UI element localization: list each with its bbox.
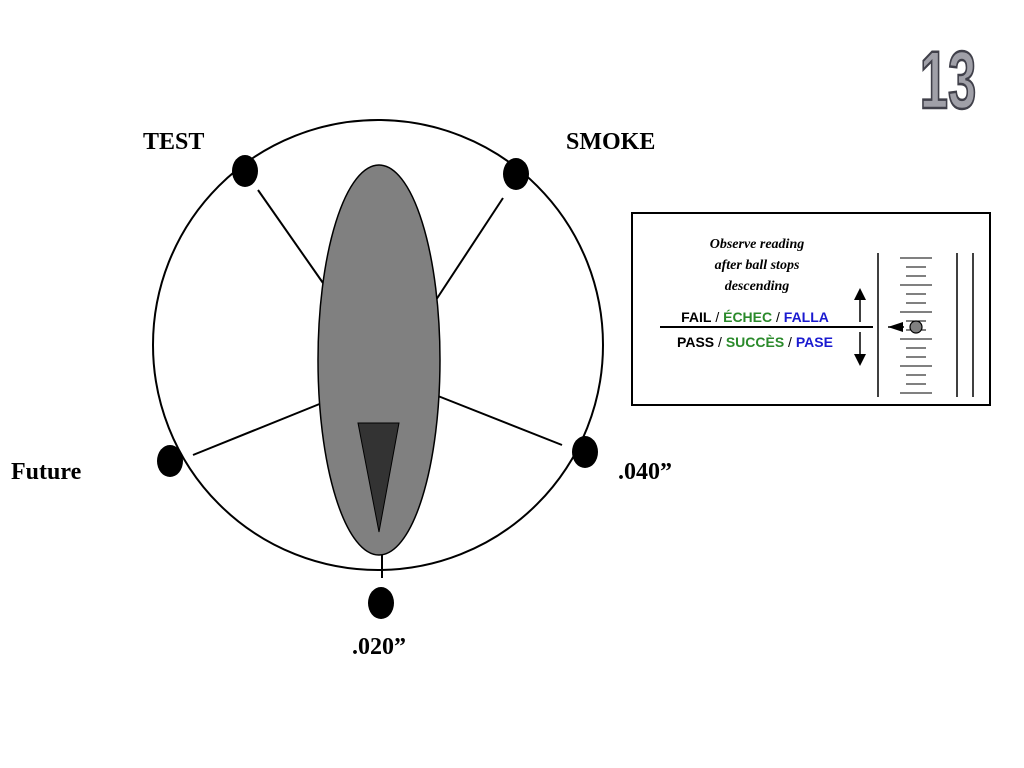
selector-pointer <box>357 422 400 533</box>
selector-body <box>317 164 441 556</box>
label-future: Future <box>11 459 82 485</box>
pass-sep-1: / <box>714 334 726 350</box>
dot-smoke <box>503 158 529 190</box>
instruction-line-3: descending <box>725 279 790 294</box>
page-number: 13 <box>920 35 977 126</box>
pass-fr: SUCCÈS <box>726 334 784 350</box>
fail-sep-2: / <box>772 309 784 325</box>
label-040: .040” <box>618 459 672 485</box>
spoke-040 <box>437 395 563 446</box>
dot-test <box>232 155 258 187</box>
spoke-smoke <box>433 197 504 304</box>
pass-en: PASS <box>677 334 714 350</box>
dot-020 <box>368 587 394 619</box>
label-smoke: SMOKE <box>566 129 655 155</box>
label-020: .020” <box>352 634 406 660</box>
spoke-future <box>192 402 323 456</box>
dot-future <box>157 445 183 477</box>
instruction-line-1: Observe reading <box>710 237 805 252</box>
fail-text: FAIL / ÉCHEC / FALLA <box>681 309 829 325</box>
float-ball <box>909 320 923 334</box>
dot-040 <box>572 436 598 468</box>
instruction-line-2: after ball stops <box>715 258 800 273</box>
flow-tube <box>877 253 974 397</box>
pass-text: PASS / SUCCÈS / PASE <box>677 334 833 350</box>
dial: TEST SMOKE Future .040” .020” <box>11 119 672 660</box>
spoke-test <box>257 189 324 284</box>
fail-sep-1: / <box>711 309 723 325</box>
pass-es: PASE <box>796 334 833 350</box>
gauge-box-frame <box>631 212 991 406</box>
fail-es: FALLA <box>784 309 829 325</box>
fail-en: FAIL <box>681 309 712 325</box>
fail-fr: ÉCHEC <box>723 309 772 325</box>
pass-sep-2: / <box>784 334 796 350</box>
gauge-box: Observe reading after ball stops descend… <box>631 212 991 406</box>
dial-circle <box>152 119 604 571</box>
label-test: TEST <box>143 129 204 155</box>
